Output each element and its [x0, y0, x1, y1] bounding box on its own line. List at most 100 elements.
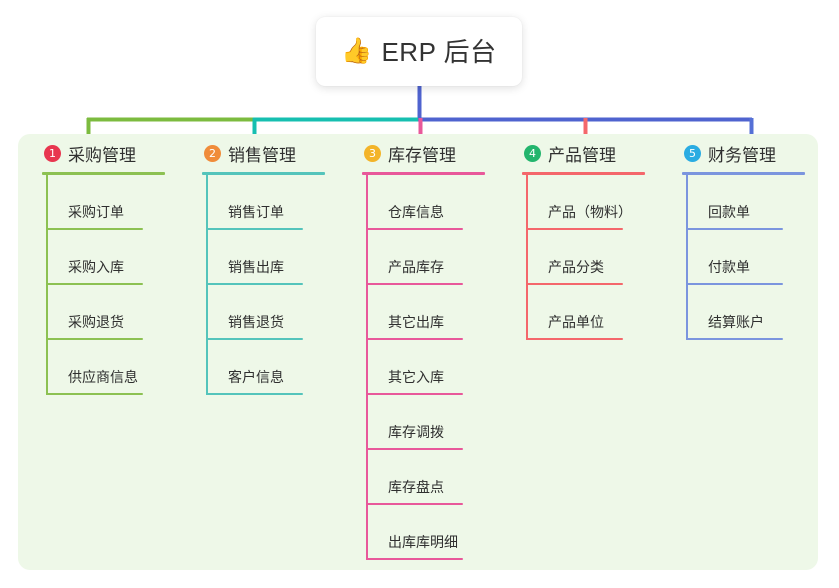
list-item[interactable]: 销售出库: [206, 230, 338, 285]
column-title: 销售管理: [228, 145, 296, 165]
list-item[interactable]: 其它出库: [366, 285, 498, 340]
column-3: 3 库存管理仓库信息产品库存其它出库其它入库库存调拨库存盘点出库库明细: [338, 134, 498, 570]
list-item-label: 出库库明细: [388, 534, 458, 550]
column-spine: [526, 175, 528, 340]
list-item-rule: [366, 338, 463, 340]
list-item[interactable]: 库存盘点: [366, 450, 498, 505]
list-item-label: 销售订单: [228, 204, 284, 220]
column-item-list: 回款单付款单结算账户: [681, 175, 818, 340]
list-item[interactable]: 销售订单: [206, 175, 338, 230]
column-spine: [46, 175, 48, 395]
list-item-rule: [46, 393, 143, 395]
list-item-rule: [686, 228, 783, 230]
list-item-rule: [206, 283, 303, 285]
column-title: 财务管理: [708, 145, 776, 165]
column-item-list: 销售订单销售出库销售退货客户信息: [201, 175, 338, 395]
list-item[interactable]: 产品（物料）: [526, 175, 658, 230]
list-item-rule: [526, 283, 623, 285]
column-header-rule: [682, 172, 805, 175]
list-item[interactable]: 付款单: [686, 230, 818, 285]
list-item[interactable]: 供应商信息: [46, 340, 178, 395]
list-item-rule: [206, 393, 303, 395]
list-item-label: 产品单位: [548, 314, 604, 330]
list-item-label: 仓库信息: [388, 204, 444, 220]
column-header-rule: [42, 172, 165, 175]
column-spine: [206, 175, 208, 395]
list-item[interactable]: 出库库明细: [366, 505, 498, 560]
list-item[interactable]: 采购入库: [46, 230, 178, 285]
list-item-label: 产品分类: [548, 259, 604, 275]
column-body: 仓库信息产品库存其它出库其它入库库存调拨库存盘点出库库明细: [361, 175, 498, 560]
column-title: 采购管理: [68, 145, 136, 165]
page-title: ERP 后台: [381, 37, 497, 67]
column-body: 采购订单采购入库采购退货供应商信息: [41, 175, 178, 395]
column-badge-1: 1: [44, 144, 61, 162]
list-item[interactable]: 客户信息: [206, 340, 338, 395]
list-item[interactable]: 结算账户: [686, 285, 818, 340]
list-item-label: 供应商信息: [68, 369, 138, 385]
list-item[interactable]: 回款单: [686, 175, 818, 230]
list-item-label: 采购入库: [68, 259, 124, 275]
list-item[interactable]: 采购订单: [46, 175, 178, 230]
column-container: 1 采购管理采购订单采购入库采购退货供应商信息 2 销售管理销售订单销售出库销售退货客…: [18, 134, 818, 570]
list-item[interactable]: 其它入库: [366, 340, 498, 395]
column-item-list: 产品（物料） 产品分类产品单位: [521, 175, 658, 340]
column-4: 4 产品管理产品（物料） 产品分类产品单位: [498, 134, 658, 570]
list-item-rule: [46, 338, 143, 340]
column-item-list: 采购订单采购入库采购退货供应商信息: [41, 175, 178, 395]
list-item-label: 采购订单: [68, 204, 124, 220]
list-item-rule: [366, 448, 463, 450]
column-spine: [686, 175, 688, 340]
column-header-rule: [522, 172, 645, 175]
list-item-rule: [206, 338, 303, 340]
column-header[interactable]: 2 销售管理: [201, 134, 338, 172]
list-item-label: 其它入库: [388, 369, 444, 385]
list-item-rule: [366, 228, 463, 230]
column-title: 产品管理: [548, 145, 616, 165]
column-badge-3: 3: [364, 144, 381, 162]
list-item-label: 产品库存: [388, 259, 444, 275]
list-item[interactable]: 销售退货: [206, 285, 338, 340]
list-item-rule: [46, 283, 143, 285]
column-title: 库存管理: [388, 145, 456, 165]
column-item-list: 仓库信息产品库存其它出库其它入库库存调拨库存盘点出库库明细: [361, 175, 498, 560]
list-item-rule: [366, 503, 463, 505]
list-item-label: 销售出库: [228, 259, 284, 275]
list-item-label: 销售退货: [228, 314, 284, 330]
root-node-content: 👍 ERP 后台: [341, 32, 496, 69]
column-header-rule: [362, 172, 485, 175]
list-item-label: 结算账户: [708, 314, 764, 330]
column-header[interactable]: 1 采购管理: [41, 134, 178, 172]
list-item-rule: [686, 338, 783, 340]
column-badge-4: 4: [524, 144, 541, 162]
column-header[interactable]: 3 库存管理: [361, 134, 498, 172]
list-item[interactable]: 产品库存: [366, 230, 498, 285]
column-2: 2 销售管理销售订单销售出库销售退货客户信息: [178, 134, 338, 570]
list-item-label: 采购退货: [68, 314, 124, 330]
root-node-card[interactable]: 👍 ERP 后台: [316, 17, 522, 86]
list-item-rule: [526, 338, 623, 340]
list-item-rule: [46, 228, 143, 230]
list-item[interactable]: 产品单位: [526, 285, 658, 340]
list-item-label: 付款单: [708, 259, 750, 275]
list-item-label: 其它出库: [388, 314, 444, 330]
list-item[interactable]: 产品分类: [526, 230, 658, 285]
list-item-rule: [686, 283, 783, 285]
list-item-rule: [366, 393, 463, 395]
column-body: 销售订单销售出库销售退货客户信息: [201, 175, 338, 395]
column-spine: [366, 175, 368, 560]
list-item-label: 客户信息: [228, 369, 284, 385]
list-item-label: 库存盘点: [388, 479, 444, 495]
list-item[interactable]: 采购退货: [46, 285, 178, 340]
column-badge-2: 2: [204, 144, 221, 162]
list-item-label: 回款单: [708, 204, 750, 220]
list-item-label: 产品（物料）: [548, 204, 632, 220]
list-item[interactable]: 库存调拨: [366, 395, 498, 450]
list-item-rule: [526, 228, 623, 230]
list-item-rule: [366, 283, 463, 285]
column-header[interactable]: 4 产品管理: [521, 134, 658, 172]
list-item[interactable]: 仓库信息: [366, 175, 498, 230]
